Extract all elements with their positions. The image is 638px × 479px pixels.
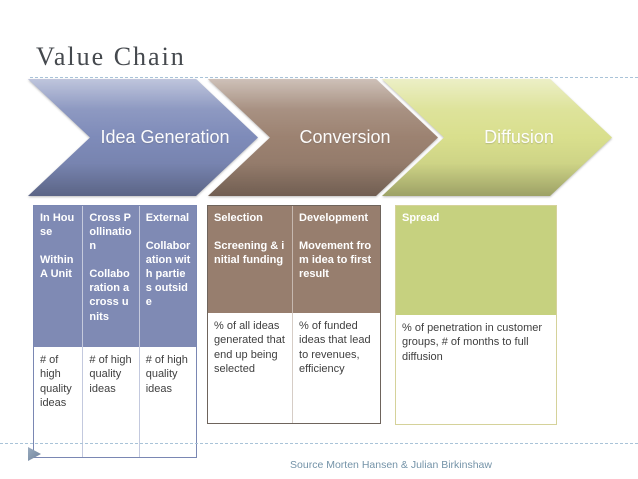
arrow-label: Idea Generation — [100, 127, 230, 147]
table-header-row: In House Within A Unit Cross Pollination… — [34, 206, 196, 347]
table-body-row: % of penetration in customer groups, # o… — [396, 315, 556, 424]
table-header-cell: Cross Pollination Collaboration across u… — [83, 206, 140, 347]
table-idea-generation: In House Within A Unit Cross Pollination… — [33, 205, 197, 458]
table-header-cell: Spread — [402, 212, 440, 224]
table-header-row: Selection Screening & initial funding De… — [208, 206, 380, 313]
table-body-cell: # of high quality ideas — [34, 347, 84, 457]
footer-divider-dashed-line — [0, 443, 638, 444]
table-header-cell: Development Movement from idea to first … — [299, 212, 372, 281]
table-conversion: Selection Screening & initial funding De… — [207, 205, 381, 424]
table-body-cell: % of penetration in customer groups, # o… — [402, 322, 543, 363]
title-divider-dashed-line — [30, 77, 638, 78]
table-body-row: # of high quality ideas # of high qualit… — [34, 347, 196, 457]
table-body-cell: # of high quality ideas — [83, 347, 140, 457]
table-body-cell: % of all ideas generated that end up bei… — [208, 313, 294, 423]
arrow-label: Conversion — [299, 127, 391, 147]
table-body-cell: % of funded ideas that lead to revenues,… — [299, 320, 371, 375]
process-arrow-conversion: Conversion — [208, 79, 438, 196]
table-header-row: Spread — [396, 206, 556, 315]
source-credit: Source Morten Hansen & Julian Birkinshaw — [290, 459, 492, 471]
table-body-cell: # of high quality ideas — [145, 354, 188, 395]
process-arrow-diffusion: Diffusion — [382, 79, 612, 196]
table-header-cell: External Collaboration with parties outs… — [145, 212, 191, 309]
page-title: Value Chain — [36, 42, 186, 71]
arrow-label: Diffusion — [484, 127, 554, 147]
table-header-cell: In House Within A Unit — [34, 206, 84, 347]
process-arrow-idea-generation: Idea Generation — [28, 79, 258, 196]
table-body-row: % of all ideas generated that end up bei… — [208, 313, 380, 423]
table-diffusion: Spread % of penetration in customer grou… — [395, 205, 557, 425]
table-header-cell: Selection Screening & initial funding — [208, 206, 294, 313]
